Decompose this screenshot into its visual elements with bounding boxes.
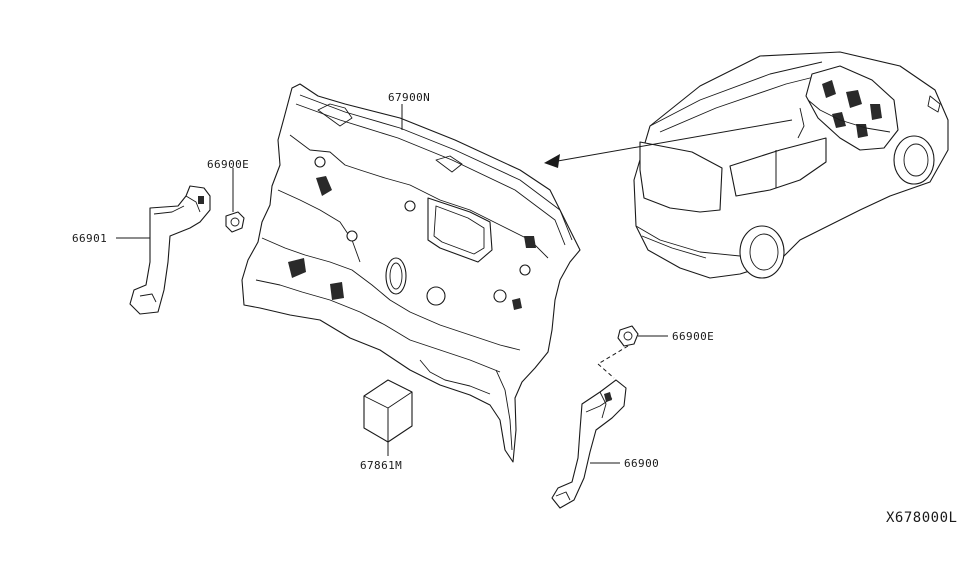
label-67900N: 67900N [388,91,430,104]
pad-block [363,379,413,456]
right-trim [551,379,627,509]
label-66900: 66900 [624,457,659,470]
clip-upper [225,168,245,233]
diagram-code: X678000L [886,510,957,526]
label-67861M: 67861M [360,459,402,472]
left-trim [116,185,211,315]
vehicle-locator [544,51,949,279]
label-66901: 66901 [72,232,107,245]
clip-lower [597,325,668,379]
label-66900E-upper: 66900E [207,158,249,171]
label-66900E-lower: 66900E [672,330,714,343]
dash-insulator-panel [241,83,581,463]
